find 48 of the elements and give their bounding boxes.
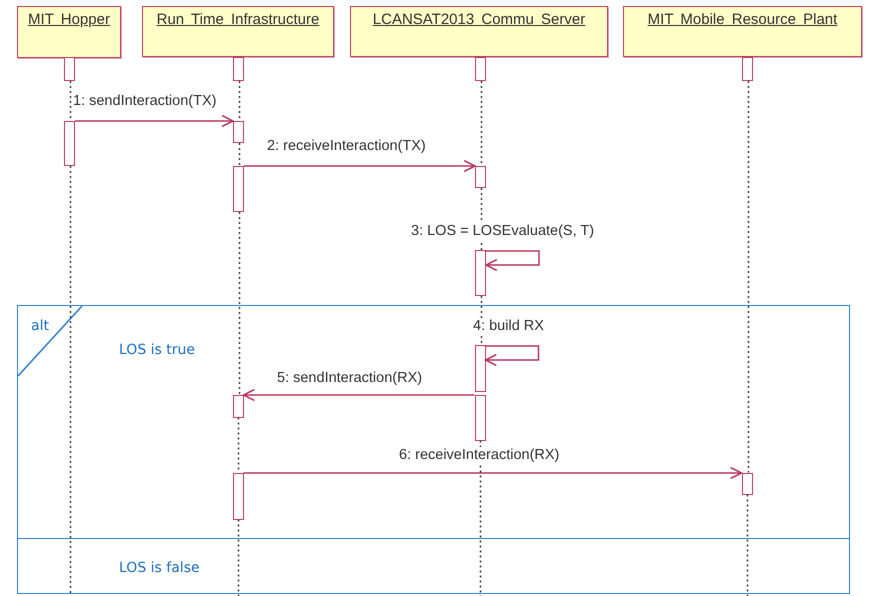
lifeline-name: Run Time Infrastructure <box>156 11 320 28</box>
edge-label: 1: sendInteraction(TX) <box>72 93 218 110</box>
message-arrow <box>242 388 474 402</box>
lifeline-header-box <box>350 6 608 57</box>
lifeline <box>746 494 748 596</box>
lifeline-header-box <box>142 6 334 57</box>
lifeline <box>480 440 482 596</box>
activation-bar <box>742 472 752 494</box>
message-arrow <box>244 466 742 480</box>
lifeline-name: MIT Hopper <box>27 11 111 28</box>
activation-bar <box>475 250 486 296</box>
activation-bar <box>64 121 75 166</box>
activation-bar <box>742 57 753 81</box>
edge-label: 4: build RX <box>472 318 545 335</box>
activation-bar <box>232 394 244 418</box>
activation-bar <box>475 166 486 188</box>
lifeline <box>480 81 482 166</box>
message-arrow <box>244 160 476 172</box>
lifeline <box>238 520 240 596</box>
activation-bar <box>474 394 486 440</box>
edge-label: 3: LOS = LOSEvaluate(S, T) <box>410 223 596 240</box>
lifeline-name: LCANSAT2013 Commu Server <box>372 11 586 28</box>
lifeline-name: MIT Mobile Resource Plant <box>646 11 838 28</box>
lifeline <box>238 418 240 472</box>
self-message-arrow <box>485 250 540 272</box>
lifeline <box>238 212 240 394</box>
activation-bar <box>474 344 486 392</box>
edge-label: 2: receiveInteraction(TX) <box>266 138 427 155</box>
activation-bar <box>232 472 244 520</box>
activation-bar <box>233 57 244 81</box>
lifeline <box>238 81 240 121</box>
lifeline-header-box <box>17 6 121 58</box>
lifeline <box>748 81 750 472</box>
activation-bar <box>475 57 486 81</box>
fragment-operator: alt <box>31 318 49 334</box>
activation-bar <box>64 57 75 81</box>
self-message-arrow <box>484 345 540 366</box>
activation-bar <box>233 121 244 143</box>
guard-condition: LOS is false <box>119 560 200 576</box>
lifeline <box>70 81 72 121</box>
activation-bar <box>233 166 244 212</box>
lifeline-header-box <box>623 6 862 57</box>
edge-label: 5: sendInteraction(RX) <box>276 370 424 387</box>
guard-condition: LOS is true <box>119 342 196 358</box>
lifeline <box>70 166 72 593</box>
lifeline <box>238 143 240 166</box>
edge-label: 6: receiveInteraction(RX) <box>398 447 560 464</box>
message-arrow <box>75 114 234 128</box>
